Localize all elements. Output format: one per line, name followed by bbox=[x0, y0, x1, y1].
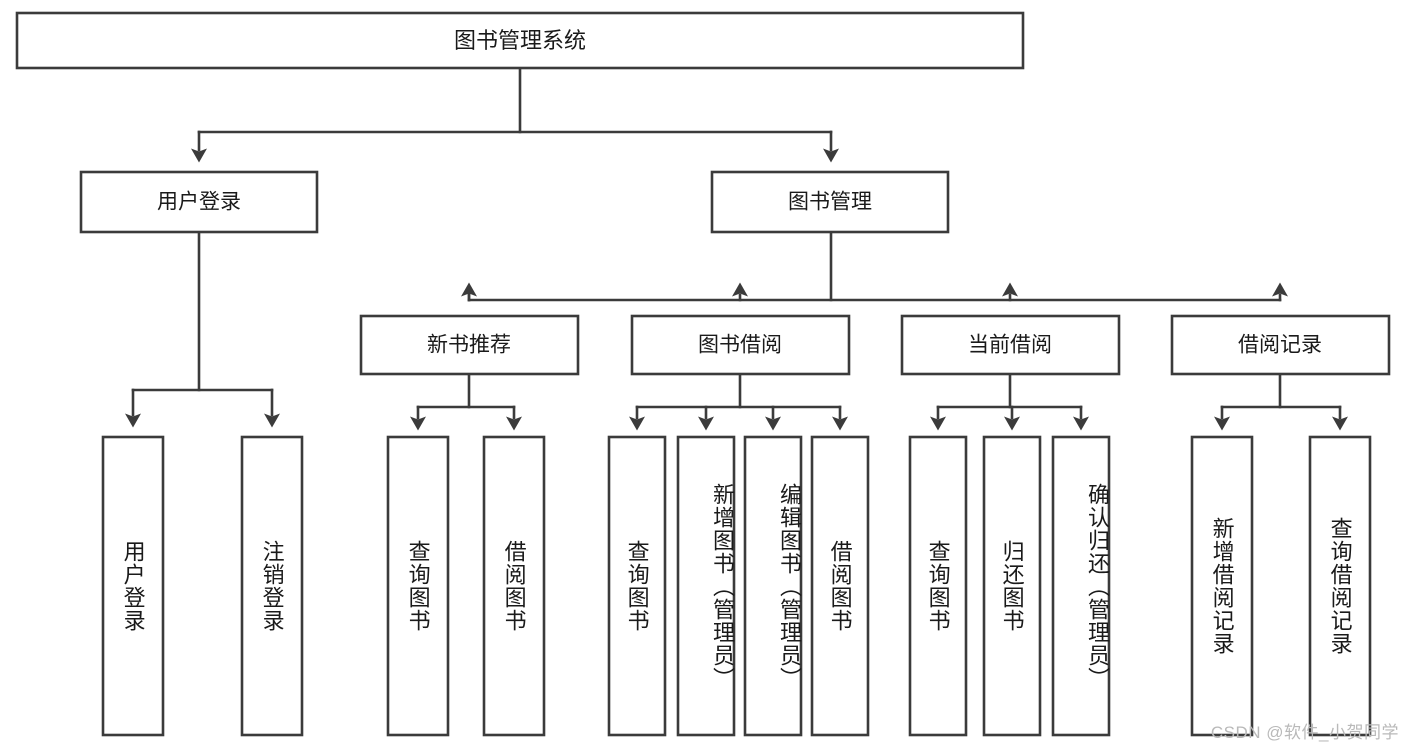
node-borrow-records[interactable]: 借阅记录 bbox=[1170, 314, 1391, 376]
leaf-boxes bbox=[101, 435, 1372, 737]
node-new-book-recommend-label: 新书推荐 bbox=[427, 334, 511, 357]
leaf-box-add-borrow-record[interactable] bbox=[1190, 435, 1254, 737]
leaf-box-borrow-book[interactable] bbox=[810, 435, 870, 737]
connector-borrow-to-leaves bbox=[629, 372, 848, 431]
connector-userlogin-to-leaves bbox=[125, 230, 280, 428]
node-book-borrow[interactable]: 图书借阅 bbox=[630, 314, 851, 376]
node-borrow-records-label: 借阅记录 bbox=[1238, 334, 1322, 357]
leaf-box-query-book-borrow[interactable] bbox=[607, 435, 667, 737]
node-user-login-label: 用户登录 bbox=[157, 191, 241, 214]
leaf-box-edit-book-admin[interactable] bbox=[743, 435, 803, 737]
node-book-borrow-label: 图书借阅 bbox=[698, 334, 782, 357]
connector-root-to-level2 bbox=[191, 66, 839, 163]
connector-newbook-to-leaves bbox=[410, 372, 522, 431]
node-current-borrow[interactable]: 当前借阅 bbox=[900, 314, 1121, 376]
leaf-box-logout[interactable] bbox=[240, 435, 304, 737]
node-user-login[interactable]: 用户登录 bbox=[79, 170, 319, 234]
node-root[interactable]: 图书管理系统 bbox=[15, 11, 1025, 70]
connector-bookmgmt-to-level3 bbox=[461, 230, 1288, 302]
node-book-management-label: 图书管理 bbox=[788, 191, 872, 214]
leaf-box-query-book-current[interactable] bbox=[908, 435, 968, 737]
connector-records-to-leaves bbox=[1214, 372, 1348, 431]
node-book-management[interactable]: 图书管理 bbox=[710, 170, 950, 234]
leaf-box-borrow-book-rec[interactable] bbox=[482, 435, 546, 737]
leaf-box-query-book-rec[interactable] bbox=[386, 435, 450, 737]
node-new-book-recommend[interactable]: 新书推荐 bbox=[359, 314, 580, 376]
leaf-box-user-login[interactable] bbox=[101, 435, 165, 737]
leaf-box-return-book[interactable] bbox=[982, 435, 1042, 737]
leaf-box-add-book-admin[interactable] bbox=[676, 435, 736, 737]
node-root-label: 图书管理系统 bbox=[454, 28, 586, 53]
connector-current-to-leaves bbox=[930, 372, 1089, 431]
node-current-borrow-label: 当前借阅 bbox=[968, 334, 1052, 357]
leaf-box-confirm-return-admin[interactable] bbox=[1051, 435, 1111, 737]
leaf-box-query-borrow-record[interactable] bbox=[1308, 435, 1372, 737]
watermark-text: CSDN @软件_小贺同学 bbox=[1210, 723, 1399, 742]
